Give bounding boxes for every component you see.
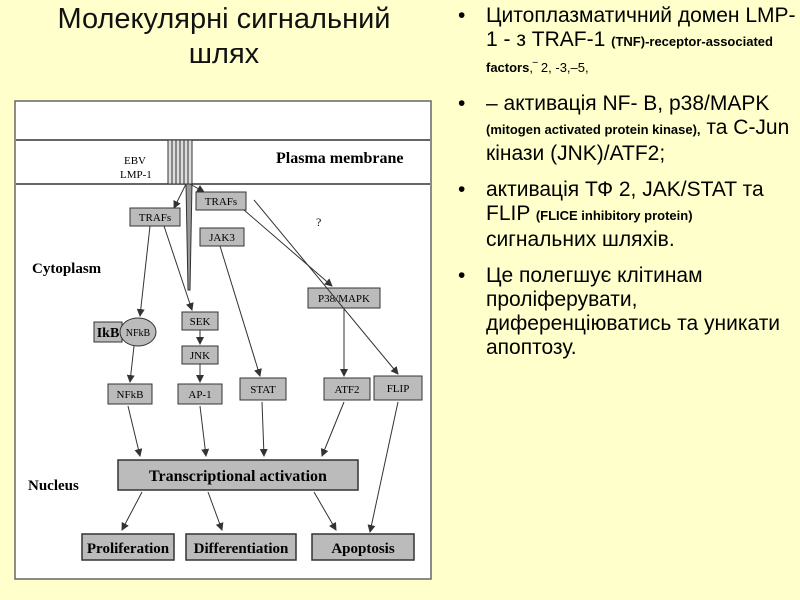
lmp1-transmembrane-domain bbox=[167, 139, 193, 185]
node-ap1 bbox=[177, 383, 223, 405]
node-atf2-label: ATF2 bbox=[334, 384, 359, 396]
node-differentiation-label: Differentiation bbox=[194, 541, 289, 557]
bullet-list: • Цитоплазматичний домен LMP-1 - з TRAF-1… bbox=[452, 4, 797, 372]
node-atf2 bbox=[323, 377, 371, 401]
node-nfkb bbox=[107, 383, 153, 405]
bullet-dot-icon: • bbox=[458, 92, 466, 115]
node-apoptosis-label: Apoptosis bbox=[331, 541, 395, 557]
bullet-item-2: • – активація NF- B, p38/MAPK (mitogen a… bbox=[452, 92, 797, 166]
arrows bbox=[121, 183, 399, 533]
label-nucleus: Nucleus bbox=[28, 478, 79, 494]
node-nfkb-complex-label: NFkB bbox=[126, 328, 151, 339]
label-lmp1: LMP-1 bbox=[120, 169, 152, 181]
bullet-item-3: • активація ТФ 2, JAK/STAT та FLIP (FLICE… bbox=[452, 178, 797, 252]
node-trafs-left-label: TRAFs bbox=[139, 212, 171, 224]
node-apoptosis bbox=[311, 533, 415, 561]
label-question: ? bbox=[316, 215, 321, 229]
bullet-item-1: • Цитоплазматичний домен LMP-1 - з TRAF-1… bbox=[452, 4, 797, 80]
node-flip bbox=[373, 375, 423, 401]
node-nfkb-label: NFkB bbox=[117, 389, 144, 401]
node-flip-label: FLIP bbox=[387, 383, 410, 395]
node-proliferation bbox=[81, 533, 175, 561]
title-line-2: шлях bbox=[188, 38, 260, 70]
node-jak3 bbox=[199, 227, 245, 247]
node-differentiation bbox=[185, 533, 297, 561]
node-trafs-top bbox=[195, 191, 247, 211]
node-ap1-label: AP-1 bbox=[188, 389, 211, 401]
diagram-frame bbox=[14, 100, 432, 580]
node-proliferation-label: Proliferation bbox=[87, 541, 170, 557]
bullet-1-small: (TNF)-receptor-associated factors bbox=[486, 34, 773, 75]
bullet-3-main: активація ТФ 2, JAK/STAT та FLIP bbox=[486, 178, 764, 225]
bullet-2-tail: та C-Jun кінази (JNK)/ATF2; bbox=[486, 116, 790, 165]
bullet-1-tail: ,‾ 2, -3,–5, bbox=[529, 60, 589, 75]
bullet-3-small: (FLICE inhibitory protein) bbox=[535, 208, 693, 223]
bullet-2-main: – активація NF- B, p38/MAPK bbox=[486, 92, 770, 115]
node-nfkb-complex bbox=[119, 317, 157, 347]
bullet-3-tail: сигнальних шляхів. bbox=[486, 228, 675, 251]
node-jak3-label: JAK3 bbox=[209, 232, 235, 244]
node-trafs-left bbox=[129, 207, 181, 227]
label-ebv: EBV bbox=[124, 155, 146, 167]
node-transcriptional-activation bbox=[117, 459, 359, 491]
bullet-2-small: (mitogen activated protein kinase), bbox=[486, 122, 701, 137]
node-stat bbox=[239, 377, 287, 401]
bullet-item-4: • Це полегшує клітинам проліферувати, диф… bbox=[452, 264, 797, 360]
slide-title: Молекулярні сигнальний шлях bbox=[14, 2, 434, 72]
node-stat-label: STAT bbox=[250, 384, 276, 396]
node-ikb-label: IkB bbox=[97, 326, 120, 341]
node-sek-label: SEK bbox=[190, 316, 211, 328]
node-trafs-top-label: TRAFs bbox=[205, 196, 237, 208]
bullet-dot-icon: • bbox=[458, 178, 466, 201]
node-jnk-label: JNK bbox=[190, 350, 210, 362]
node-p38-label: P38/MAPK bbox=[318, 293, 370, 305]
title-line-1: Молекулярні сигнальний bbox=[57, 3, 391, 35]
bullet-4-text: Це полегшує клітинам проліферувати, дифе… bbox=[486, 264, 781, 359]
node-transcriptional-label: Transcriptional activation bbox=[149, 468, 327, 485]
label-plasma-membrane: Plasma membrane bbox=[276, 150, 404, 167]
bullet-dot-icon: • bbox=[458, 264, 466, 287]
bullet-dot-icon: • bbox=[458, 4, 466, 27]
label-cytoplasm: Cytoplasm bbox=[32, 261, 102, 277]
bullet-1-main: Цитоплазматичний домен LMP-1 - з TRAF-1 bbox=[486, 4, 796, 51]
signaling-diagram: EBV LMP-1 Plasma membrane Cytoplasm Nucl… bbox=[14, 100, 432, 580]
